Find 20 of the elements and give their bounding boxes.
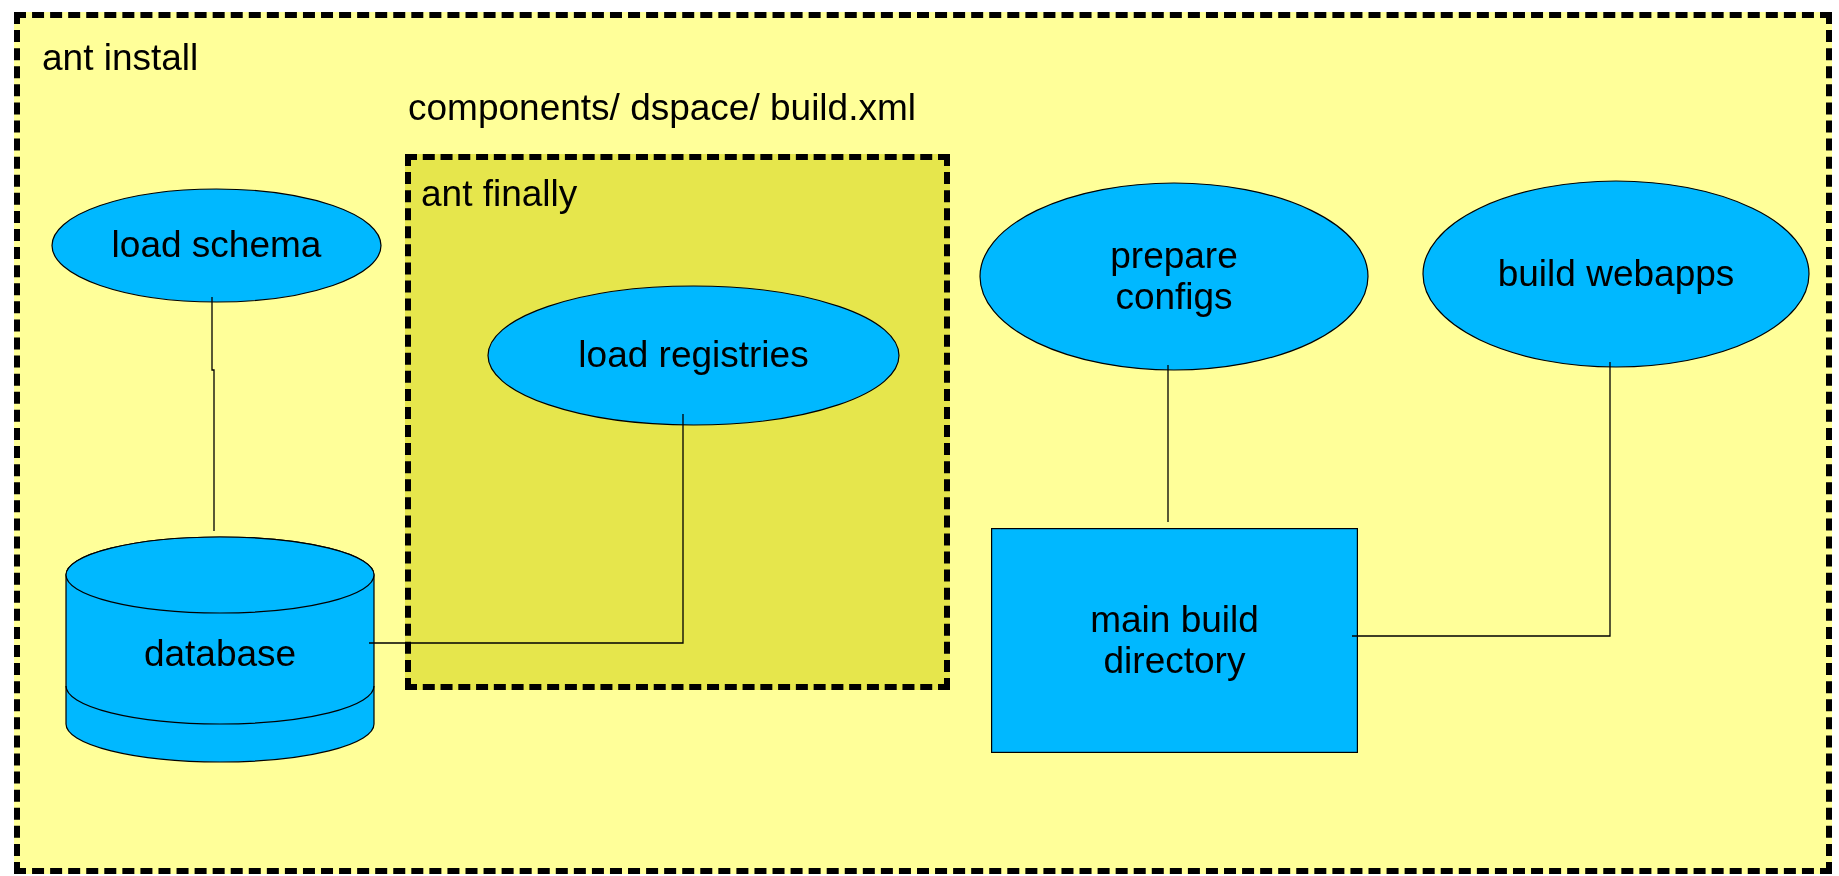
- connector-line: [368, 413, 684, 644]
- node-label: load registries: [578, 335, 809, 376]
- database-cylinder: [65, 537, 375, 762]
- ellipse-node: [979, 182, 1369, 371]
- dashed-group-box: [14, 12, 1832, 874]
- group-label: ant finally: [421, 174, 578, 215]
- connector-line: [1167, 364, 1169, 523]
- node-label: load schema: [111, 225, 322, 266]
- node-label: database: [143, 634, 297, 675]
- process-box: [991, 528, 1358, 753]
- node-label: build webapps: [1497, 253, 1735, 295]
- group-label: components/ dspace/ build.xml: [408, 88, 916, 129]
- node-label: prepare configs: [1109, 235, 1239, 318]
- ellipse-node: [51, 188, 382, 303]
- ellipse-node: [1422, 180, 1810, 368]
- group-label: ant install: [42, 38, 199, 79]
- connector-line: [1351, 361, 1611, 637]
- connector-line: [211, 296, 215, 532]
- ellipse-node: [487, 285, 900, 426]
- node-label: main build directory: [1089, 599, 1260, 682]
